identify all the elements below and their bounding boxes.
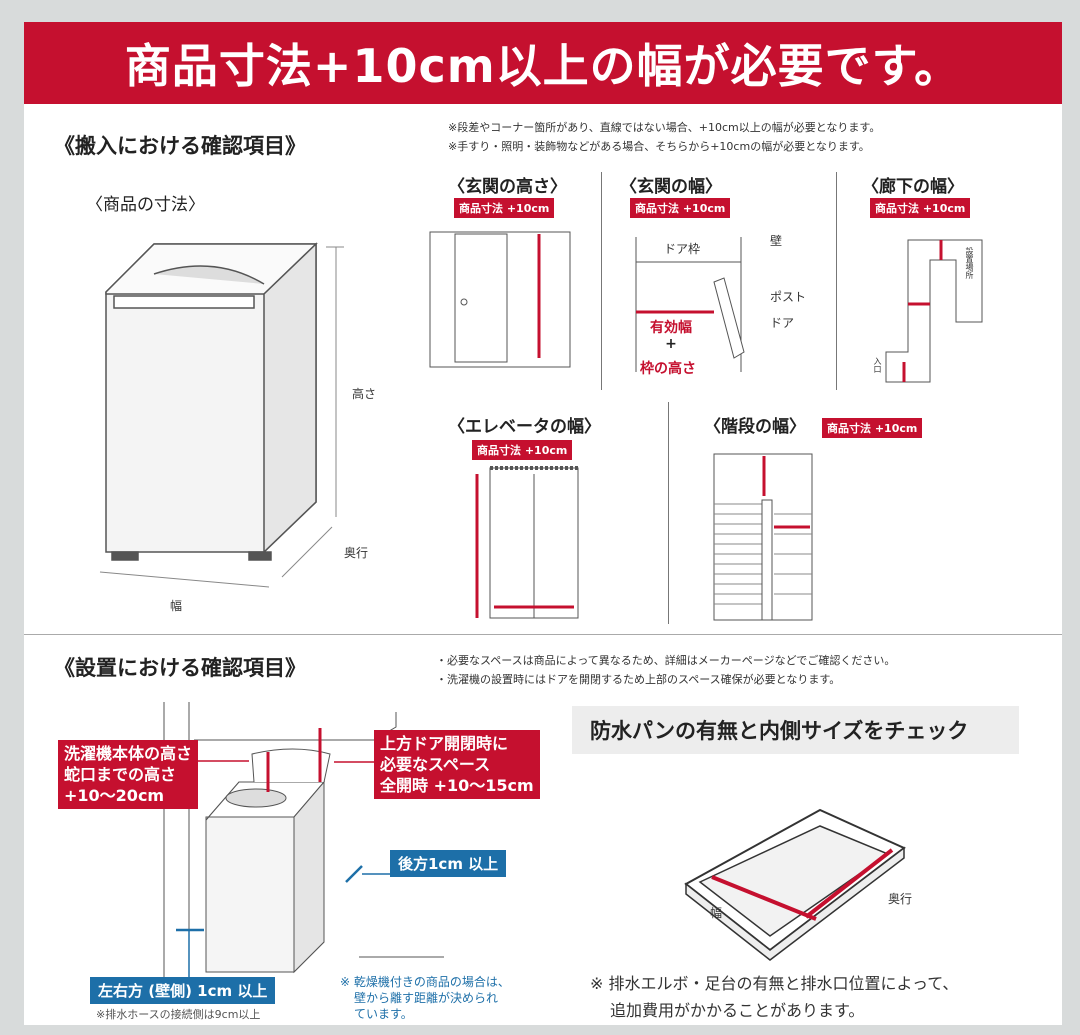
drain-hose-note: ※排水ホースの接続側は9cm以上 (96, 1008, 261, 1021)
pan-note-line-2: 追加費用がかかることがあります。 (610, 1001, 865, 1020)
entrance-label: 入口 (873, 357, 882, 373)
plus-label: + (665, 336, 677, 352)
pan-title: 防水パンの有無と内側サイズをチェック (572, 706, 1019, 754)
elevator-title: 〈エレベータの幅〉 (448, 417, 601, 437)
entrance-height-illustration (429, 231, 571, 368)
rear-clearance-label: 後方1cm 以上 (390, 850, 507, 877)
banner-title: 商品寸法+10cm以上の幅が必要です。 (24, 22, 1062, 104)
entrance-height-tag: 商品寸法 +10cm (454, 198, 555, 218)
door-frame-label: ドア枠 (664, 242, 701, 256)
door-space-box: 上方ドア開閉時に 必要なスペース 全開時 +10〜15cm (374, 730, 540, 799)
height-box-line-2: 蛇口までの高さ (64, 765, 177, 784)
entrance-width-title: 〈玄関の幅〉 (620, 177, 722, 197)
dryer-note-line-2: 壁から離す距離が決められ (354, 991, 499, 1005)
height-box-line-1: 洗濯機本体の高さ (64, 744, 193, 763)
wall-label: 壁 (770, 234, 783, 248)
stairs-illustration (713, 453, 813, 621)
dryer-note-line-1: ※ 乾燥機付きの商品の場合は、 (340, 975, 510, 989)
hallway-tag: 商品寸法 +10cm (870, 198, 971, 218)
frame-height-label: 枠の高さ (640, 361, 696, 377)
entrance-width-tag: 商品寸法 +10cm (630, 198, 731, 218)
pan-note-line-1: ※ 排水エルボ・足台の有無と排水口位置によって、 (590, 974, 959, 993)
elevator-illustration (475, 466, 579, 619)
entrance-height-title: 〈玄関の高さ〉 (448, 177, 567, 197)
washer-dimension-illustration (99, 242, 344, 588)
elevator-tag: 商品寸法 +10cm (472, 440, 573, 460)
stairs-title: 〈階段の幅〉 (704, 417, 806, 437)
post-label: ポスト (770, 290, 807, 304)
pan-depth-label: 奥行 (888, 892, 913, 906)
dryer-note-line-3: ています。 (354, 1007, 413, 1021)
side-clearance-label: 左右方 (壁側) 1cm 以上 (90, 977, 276, 1004)
install-heading: 《設置における確認項目》 (54, 656, 306, 680)
hallway-title: 〈廊下の幅〉 (862, 177, 964, 197)
height-requirement-box: 洗濯機本体の高さ 蛇口までの高さ +10〜20cm (58, 740, 199, 809)
width-label: 幅 (170, 599, 183, 613)
hallway-illustration (885, 239, 983, 383)
install-note-1: ・必要なスペースは商品によって異なるため、詳細はメーカーページなどでご確認くださ… (436, 654, 896, 667)
pan-width-label: 幅 (710, 906, 723, 920)
carry-in-note-1: ※段差やコーナー箇所があり、直線ではない場合、+10cm以上の幅が必要となります… (448, 121, 881, 134)
height-box-line-3: +10〜20cm (64, 786, 165, 805)
door-box-line-1: 上方ドア開閉時に (380, 734, 509, 753)
carry-in-heading: 《搬入における確認項目》 (54, 134, 306, 158)
carry-in-note-2: ※手すり・照明・装飾物などがある場合、そちらから+10cmの幅が必要となります。 (448, 140, 870, 153)
entrance-width-illustration (635, 237, 745, 372)
effective-width-label: 有効幅 (650, 320, 692, 336)
door-label: ドア (770, 316, 795, 330)
infographic-panel: 商品寸法+10cm以上の幅が必要です。 《搬入における確認項目》 〈商品の寸法〉… (24, 22, 1062, 1025)
waterproof-pan-illustration (684, 808, 906, 961)
door-box-line-3: 全開時 +10〜15cm (380, 776, 534, 795)
install-note-2: ・洗濯機の設置時にはドアを開閉するため上部のスペース確保が必要となります。 (436, 673, 841, 686)
install-location-label: 設置場所 (965, 247, 974, 279)
height-label: 高さ (352, 387, 377, 401)
door-box-line-2: 必要なスペース (380, 755, 491, 774)
product-dims-title: 〈商品の寸法〉 (86, 195, 205, 215)
install-washer-illustration (124, 702, 444, 987)
pan-note: ※ 排水エルボ・足台の有無と排水口位置によって、 追加費用がかかることがあります… (590, 970, 958, 1024)
depth-label: 奥行 (344, 546, 369, 560)
stairs-tag: 商品寸法 +10cm (822, 418, 923, 438)
dryer-note: ※ 乾燥機付きの商品の場合は、 壁から離す距離が決められ ています。 (340, 974, 510, 1022)
